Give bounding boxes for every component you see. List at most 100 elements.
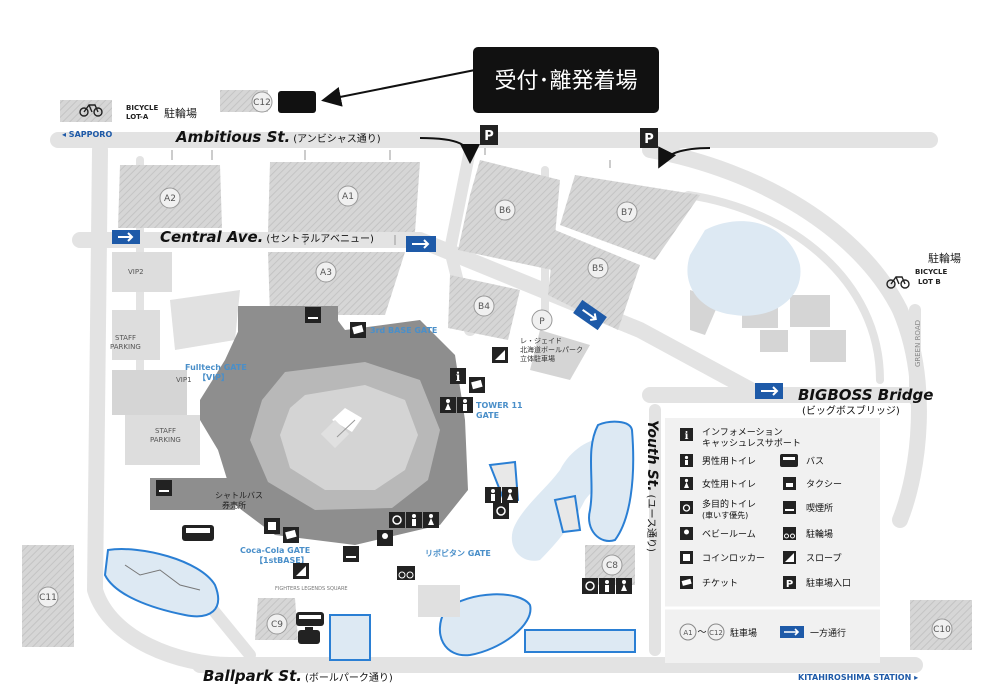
legend-male-icon — [680, 454, 693, 467]
legend-locker-icon — [680, 551, 693, 564]
callout-box — [473, 47, 659, 113]
vip2-label: VIP2 — [128, 268, 144, 276]
legend-baby-icon — [680, 527, 693, 540]
legend-smoking-label: 喫煙所 — [806, 502, 833, 514]
svg-text:C10: C10 — [933, 625, 951, 635]
landscaping — [103, 221, 801, 661]
slope-icon — [492, 347, 508, 363]
ballpark-street-label: Ballpark St.(ボールパーク通り) — [203, 667, 393, 685]
parking-structure-label: レ・ジェイド北海道ボールパーク立体駐車場 — [520, 337, 583, 363]
svg-text:A2: A2 — [164, 194, 176, 204]
legend-parking-icon: P — [783, 576, 796, 590]
legend: i インフォメーション キャッシュレスサポート 男性用トイレ バス 女性用トイレ… — [665, 418, 880, 663]
oneway-arrow — [112, 230, 140, 244]
svg-text:C11: C11 — [39, 593, 57, 603]
parking-entrance-icon: P — [419, 125, 498, 164]
legend-ticket-icon — [680, 576, 693, 589]
bicycle-icon — [79, 104, 103, 117]
legend-oneway-icon — [780, 626, 804, 638]
kitahiroshima-label: KITAHIROSHIMA STATION ▸ — [798, 673, 918, 682]
lot-c11: C11 — [37, 586, 59, 608]
legend-taxi-label: タクシー — [806, 479, 842, 490]
ticket-icon — [283, 527, 299, 543]
legend-bus-icon — [780, 454, 798, 467]
ticket-icon — [469, 377, 485, 393]
svg-text:C9: C9 — [271, 620, 283, 630]
callout-arrow — [321, 69, 476, 107]
legend-slope-icon — [783, 551, 796, 564]
ticket-icon — [350, 322, 366, 338]
accessible-restroom-icon — [389, 512, 405, 528]
bicycle-b-icon — [886, 276, 910, 289]
male-restroom-icon — [457, 397, 473, 413]
female-restroom-icon — [502, 487, 518, 503]
legend-bus-label: バス — [806, 456, 824, 467]
svg-text:P: P — [786, 579, 793, 590]
svg-text:B7: B7 — [621, 208, 633, 218]
legend-lots: A1 〜 C12 駐車場 — [679, 623, 757, 641]
lot-b7: B7 — [616, 201, 638, 223]
legend-info-line1: インフォメーション — [702, 428, 783, 438]
locker-icon — [264, 518, 280, 534]
lot-a1: A1 — [337, 185, 359, 207]
lot-labels: C12 A2 A1 A3 B6 B7 B5 B4 P C8 C9 C10 C11 — [37, 91, 953, 640]
third-base-gate-label: 3rd BASE GATE — [370, 326, 437, 335]
svg-text:i: i — [685, 431, 689, 442]
bus-icon — [182, 525, 214, 541]
bus-icon — [296, 612, 324, 626]
vip1-label: VIP1 — [176, 376, 192, 384]
callout-text: 受付･離発着場 — [494, 69, 637, 94]
bigboss-bridge-label: BIGBOSS Bridge — [798, 386, 933, 404]
legend-baby-label: ベビールーム — [702, 529, 756, 540]
svg-text:B6: B6 — [499, 206, 511, 216]
smoking-icon — [343, 546, 359, 562]
lot-b5: B5 — [587, 257, 609, 279]
svg-text:A3: A3 — [320, 268, 332, 278]
baby-room-icon — [377, 530, 393, 546]
legend-male-label: 男性用トイレ — [702, 455, 756, 467]
legend-ticket-label: チケット — [702, 578, 738, 589]
legend-taxi-icon — [783, 477, 796, 490]
bicycle-a-jp: 駐輪場 — [164, 106, 197, 120]
ring-east — [684, 191, 884, 384]
lot-c9: C9 — [266, 613, 288, 635]
bicycle-b-line2: LOT B — [918, 278, 941, 286]
lot-c12: C12 — [251, 91, 273, 113]
legend-slope-label: スロープ — [806, 553, 841, 564]
accessible-restroom-icon — [493, 503, 509, 519]
central-avenue-label: Central Ave.(セントラルアベニュー) — [160, 228, 374, 246]
bicycle-icon — [397, 566, 415, 580]
svg-text:P: P — [644, 132, 654, 147]
legend-accessible-icon — [680, 501, 693, 514]
bicycle-lot-a-area — [60, 100, 112, 122]
lot-a2: A2 — [159, 187, 181, 209]
svg-text:〜: 〜 — [697, 628, 706, 638]
svg-text:A1: A1 — [683, 629, 692, 637]
map-icons: i — [156, 307, 632, 644]
svg-text:P: P — [484, 129, 494, 144]
lot-a3: A3 — [315, 261, 337, 283]
female-restroom-icon — [440, 397, 456, 413]
legend-info-icon: i — [680, 428, 693, 442]
shuttle-ticket-label: シャトルバス券売所 — [215, 491, 263, 510]
legend-parking-label: 駐車場入口 — [806, 577, 851, 589]
lot-b4: B4 — [473, 295, 495, 317]
svg-text:駐車場: 駐車場 — [730, 627, 757, 639]
stadium — [150, 306, 468, 545]
svg-text:P: P — [539, 317, 545, 327]
svg-text:C8: C8 — [606, 561, 618, 571]
svg-text:A1: A1 — [342, 192, 354, 202]
legend-locker-label: コインロッカー — [702, 553, 765, 564]
male-restroom-icon — [485, 487, 501, 503]
direction-arrows-small — [171, 148, 611, 245]
legend-bicycle-label: 駐輪場 — [806, 528, 833, 540]
female-restroom-icon — [616, 578, 632, 594]
bigboss-bridge-jp: (ビッグボスブリッジ) — [802, 404, 900, 417]
bicycle-a-line1: BICYCLE — [126, 104, 158, 112]
lot-p-garage: P — [531, 309, 553, 331]
lot-c10: C10 — [931, 618, 953, 640]
legend-info-line2: キャッシュレスサポート — [702, 438, 801, 449]
